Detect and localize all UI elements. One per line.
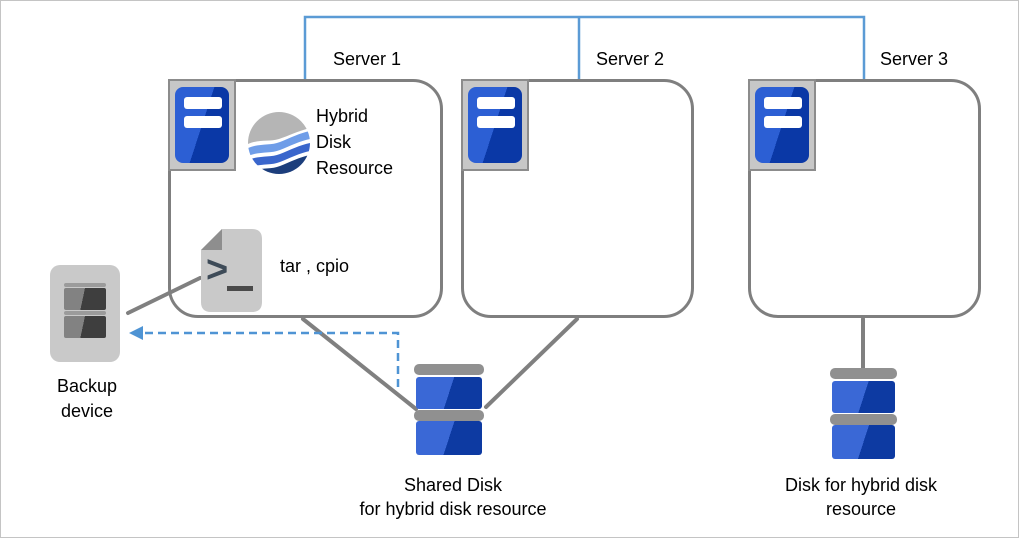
hybrid-disk-label: Disk for hybrid disk resource <box>741 473 981 521</box>
server-panel-bar <box>764 97 802 109</box>
server-panel-bar <box>184 97 222 109</box>
disk-platter <box>416 377 482 409</box>
backup-device-bar <box>64 283 106 287</box>
hybrid-label-line3: Resource <box>316 158 394 178</box>
shared-disk-label: Shared Disk for hybrid disk resource <box>333 473 573 521</box>
backup-device-label: Backup device <box>27 374 147 424</box>
disk-cap <box>414 410 484 421</box>
hybrid-label-line1: Hybrid <box>316 106 369 126</box>
tar-cpio-label: tar , cpio <box>280 256 350 276</box>
shared-disk-label-line1: Shared Disk <box>403 475 503 495</box>
script-prompt-glyph: > <box>206 249 228 291</box>
server-panel-bar <box>184 116 222 128</box>
disk-cap <box>830 414 897 425</box>
server1-label: Server 1 <box>332 49 402 69</box>
disk-cap <box>830 368 897 379</box>
disk-platter <box>832 425 895 459</box>
server2-to-shared-disk-line <box>484 317 579 409</box>
disk-platter <box>416 421 482 455</box>
hybrid-disk-label-line1: Disk for hybrid disk <box>784 475 938 495</box>
backup-path-dashed-line <box>143 331 400 387</box>
server3-icon <box>748 79 816 171</box>
backup-device-slot <box>64 316 106 338</box>
server-tower-shape <box>175 87 229 163</box>
backup-arrowhead <box>129 326 143 340</box>
backup-device-slot <box>64 288 106 310</box>
hybrid-disk-resource-icon <box>248 112 310 174</box>
server-panel-bar <box>477 97 515 109</box>
server-tower-shape <box>468 87 522 163</box>
server1-to-backup-line <box>126 276 202 315</box>
server3-label: Server 3 <box>879 49 949 69</box>
backup-device-bar <box>64 311 106 315</box>
backup-label-line2: device <box>60 401 114 421</box>
server1-icon <box>168 79 236 171</box>
server2-icon <box>461 79 529 171</box>
server-panel-bar <box>764 116 802 128</box>
hybrid-label-line2: Disk <box>316 132 351 152</box>
shared-disk-icon <box>414 364 484 456</box>
shared-disk-label-line2: for hybrid disk resource <box>359 499 547 519</box>
script-file-icon: > <box>201 229 262 312</box>
disk-cap <box>414 364 484 375</box>
disk-platter <box>832 381 895 413</box>
server-interconnect-line <box>303 15 866 79</box>
backup-label-line1: Backup <box>56 376 118 396</box>
hybrid-disk-icon <box>830 368 897 459</box>
hybrid-disk-label-line2: resource <box>825 499 897 519</box>
server-tower-shape <box>755 87 809 163</box>
server2-label: Server 2 <box>595 49 665 69</box>
hybrid-disk-resource-label: Hybrid Disk Resource <box>316 103 393 181</box>
backup-device-icon <box>50 265 120 362</box>
script-underscore-glyph <box>227 286 253 291</box>
server-panel-bar <box>477 116 515 128</box>
